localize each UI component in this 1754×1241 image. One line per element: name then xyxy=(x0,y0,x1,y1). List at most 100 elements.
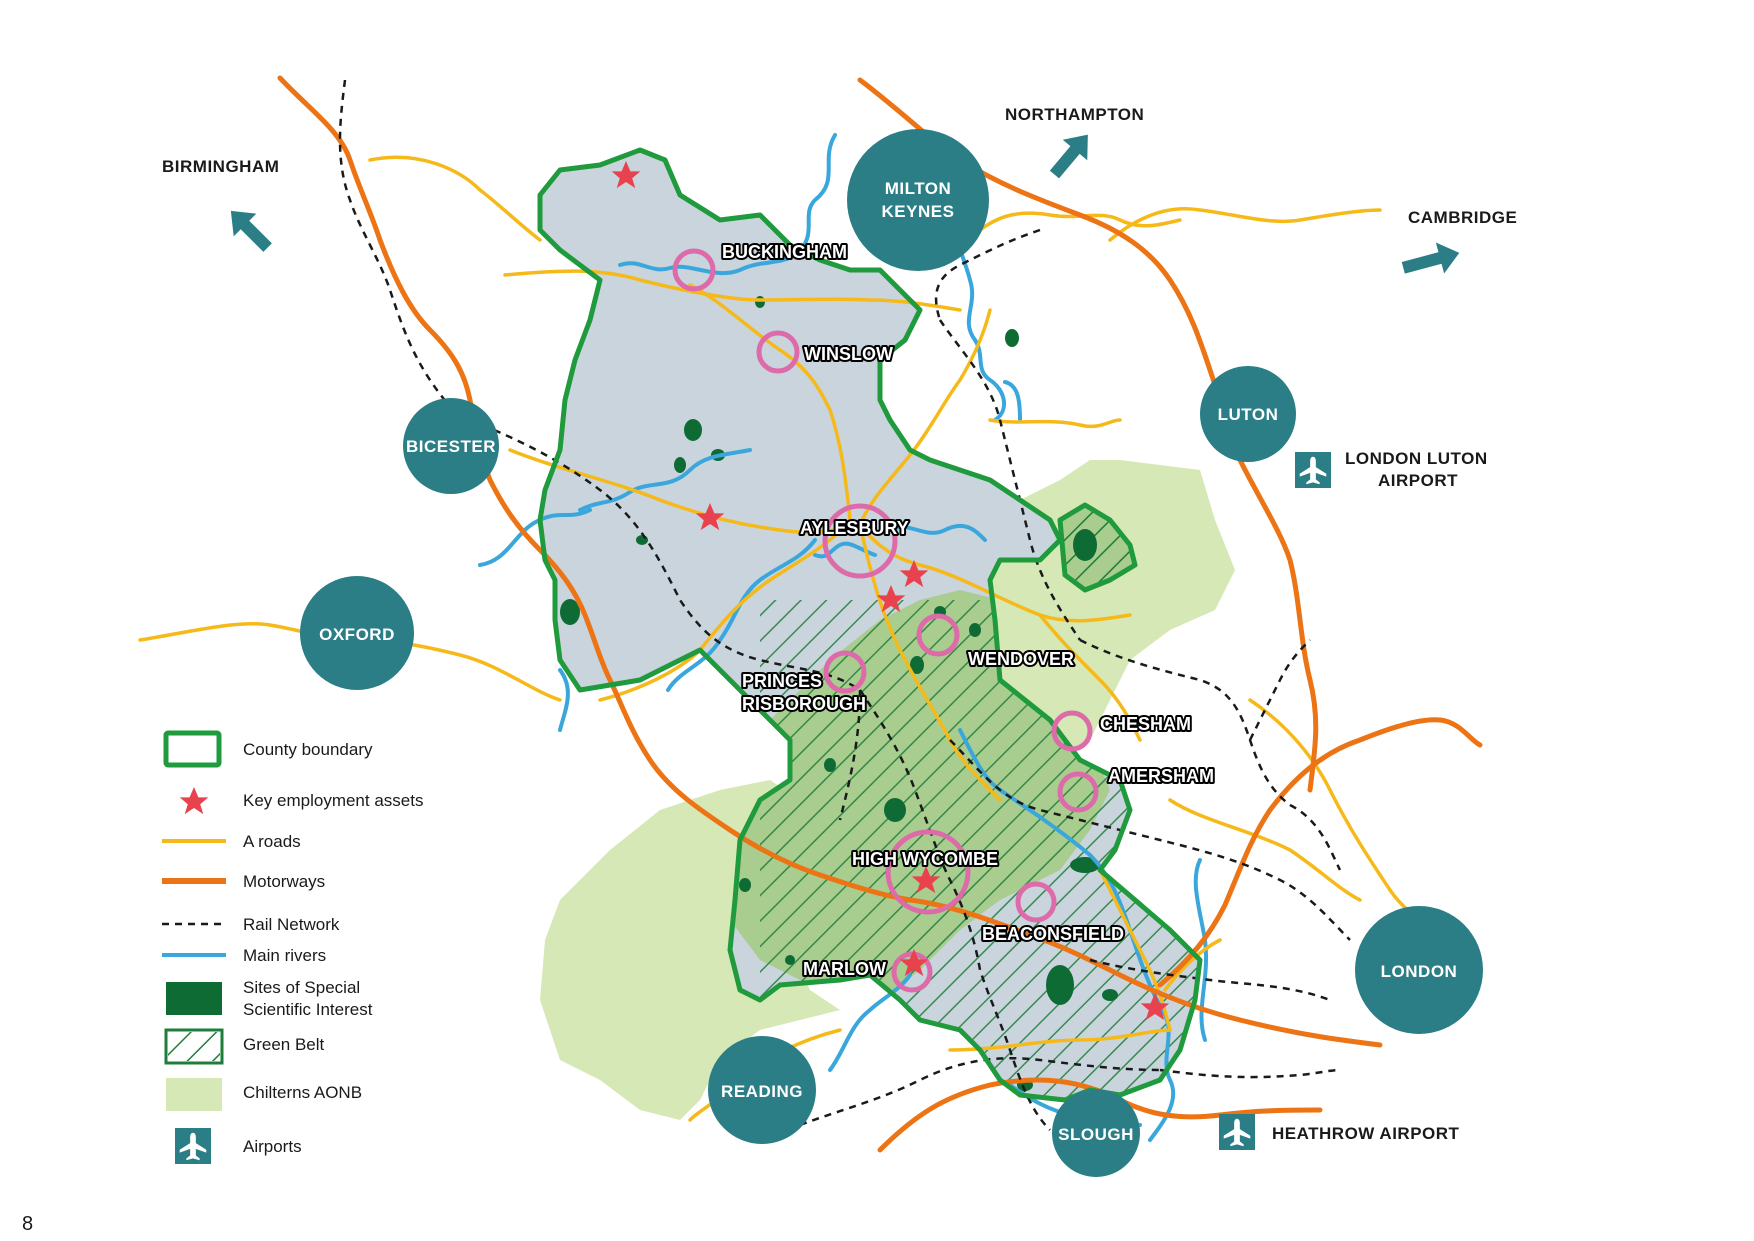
legend: County boundary Key employment assets A … xyxy=(162,730,423,1164)
high-wycombe-label: HIGH WYCOMBE xyxy=(852,849,998,869)
oxford-hub xyxy=(300,576,414,690)
river xyxy=(558,668,570,732)
reading-hub xyxy=(708,1036,816,1144)
employment-star-icon xyxy=(899,560,929,588)
a-road xyxy=(503,269,962,312)
wendover-ring xyxy=(916,613,960,657)
luton-hub xyxy=(1200,366,1296,462)
legend-sssi: Sites of Special xyxy=(243,978,360,997)
legend-county-boundary-swatch xyxy=(163,730,222,768)
county-boundary-line xyxy=(537,147,1203,1103)
high-wycombe-ring xyxy=(885,829,971,915)
legend-a-roads: A roads xyxy=(243,832,301,851)
london-hub xyxy=(1355,906,1483,1034)
sssi-site xyxy=(1073,529,1097,561)
rail-line xyxy=(1248,639,1311,741)
luton-airport-label-2: AIRPORT xyxy=(1378,471,1458,490)
a-road xyxy=(1163,938,1222,992)
river xyxy=(888,523,987,542)
luton-label: LUTON xyxy=(1218,405,1279,424)
river xyxy=(618,133,837,276)
a-road xyxy=(858,308,992,527)
employment-star-icon xyxy=(899,949,929,977)
sssi-site xyxy=(684,419,702,441)
legend-motorways: Motorways xyxy=(243,872,325,891)
a-road xyxy=(1038,613,1142,742)
luton-airport: LONDON LUTON AIRPORT xyxy=(1295,449,1487,490)
river xyxy=(948,213,1006,422)
milton-keynes-label-2: KEYNES xyxy=(882,202,955,221)
amersham-label: AMERSHAM xyxy=(1108,766,1214,786)
london-label: LONDON xyxy=(1381,962,1458,981)
cambridge-arrow-icon xyxy=(1401,242,1460,274)
employment-star-icon xyxy=(876,585,906,613)
motorway xyxy=(1157,717,1483,988)
legend-county-boundary: County boundary xyxy=(243,740,373,759)
sssi-site xyxy=(785,955,795,965)
river xyxy=(1003,380,1022,422)
employment-star-icon xyxy=(1140,993,1170,1021)
hubs: MILTON KEYNES BICESTER OXFORD LUTON LOND… xyxy=(300,129,1483,1177)
rail-line xyxy=(858,689,1051,1131)
rail-line xyxy=(949,739,1351,941)
sssi-site xyxy=(824,758,836,772)
sssi-site xyxy=(884,798,906,822)
a-road xyxy=(688,283,852,522)
princes-risborough-label: PRINCES xyxy=(742,671,822,691)
rail-line xyxy=(1089,958,1331,1002)
legend-aonb: Chilterns AONB xyxy=(243,1083,362,1102)
legend-sssi-swatch xyxy=(166,982,222,1015)
sssi-site xyxy=(560,599,580,625)
wendover-label: WENDOVER xyxy=(968,649,1074,669)
rail-line xyxy=(838,689,862,821)
river xyxy=(813,541,877,559)
employment-star-icon xyxy=(611,161,641,189)
legend-employment: Key employment assets xyxy=(243,791,423,810)
princes-risborough-label-2: RISBOROUGH xyxy=(742,694,866,714)
legend-star-icon xyxy=(179,787,209,815)
legend-green-belt: Green Belt xyxy=(243,1035,325,1054)
aylesbury-ring xyxy=(822,503,898,579)
birmingham-label: BIRMINGHAM xyxy=(162,157,279,176)
chesham-ring xyxy=(1051,710,1093,752)
winslow-label: WINSLOW xyxy=(804,344,893,364)
sssi-site xyxy=(674,457,686,473)
sssi-site xyxy=(910,656,924,674)
legend-rail: Rail Network xyxy=(243,915,340,934)
beaconsfield-ring xyxy=(1015,881,1057,923)
employment-star-icon xyxy=(695,503,725,531)
chesham-label: CHESHAM xyxy=(1100,714,1191,734)
rail-line xyxy=(338,79,501,442)
sssi-site xyxy=(1005,329,1019,347)
sssi-site xyxy=(636,535,648,545)
sssi-site xyxy=(969,623,981,637)
milton-keynes-label: MILTON xyxy=(885,179,952,198)
a-road xyxy=(858,523,1002,802)
princes-risborough-ring xyxy=(823,650,867,694)
employment-assets xyxy=(611,161,1170,1021)
green-belt-patch-hatch xyxy=(1060,505,1135,590)
northampton-label: NORTHAMPTON xyxy=(1005,105,1144,124)
river xyxy=(578,448,752,512)
cambridge-label: CAMBRIDGE xyxy=(1408,208,1517,227)
slough-label: SLOUGH xyxy=(1058,1125,1134,1144)
employment-star-icon xyxy=(911,866,941,894)
town-rings xyxy=(672,248,1099,993)
legend-sssi-2: Scientific Interest xyxy=(243,1000,373,1019)
legend-aonb-swatch xyxy=(166,1078,222,1111)
rail-line xyxy=(1079,638,1342,871)
legend-green-belt-hatch xyxy=(168,1032,220,1061)
birmingham-arrow-icon xyxy=(230,210,272,252)
legend-rivers: Main rivers xyxy=(243,946,326,965)
a-road xyxy=(948,1028,1172,1052)
page-number: 8 xyxy=(22,1213,33,1235)
sssi-site xyxy=(739,878,751,892)
county-boundary xyxy=(537,147,1203,1103)
slough-hub xyxy=(1052,1089,1140,1177)
aylesbury-label: AYLESBURY xyxy=(800,518,909,538)
a-road xyxy=(598,518,852,702)
river xyxy=(828,973,912,1072)
beaconsfield-label: BEACONSFIELD xyxy=(982,924,1124,944)
sssi-site xyxy=(1046,965,1074,1005)
a-road xyxy=(1098,868,1172,1032)
